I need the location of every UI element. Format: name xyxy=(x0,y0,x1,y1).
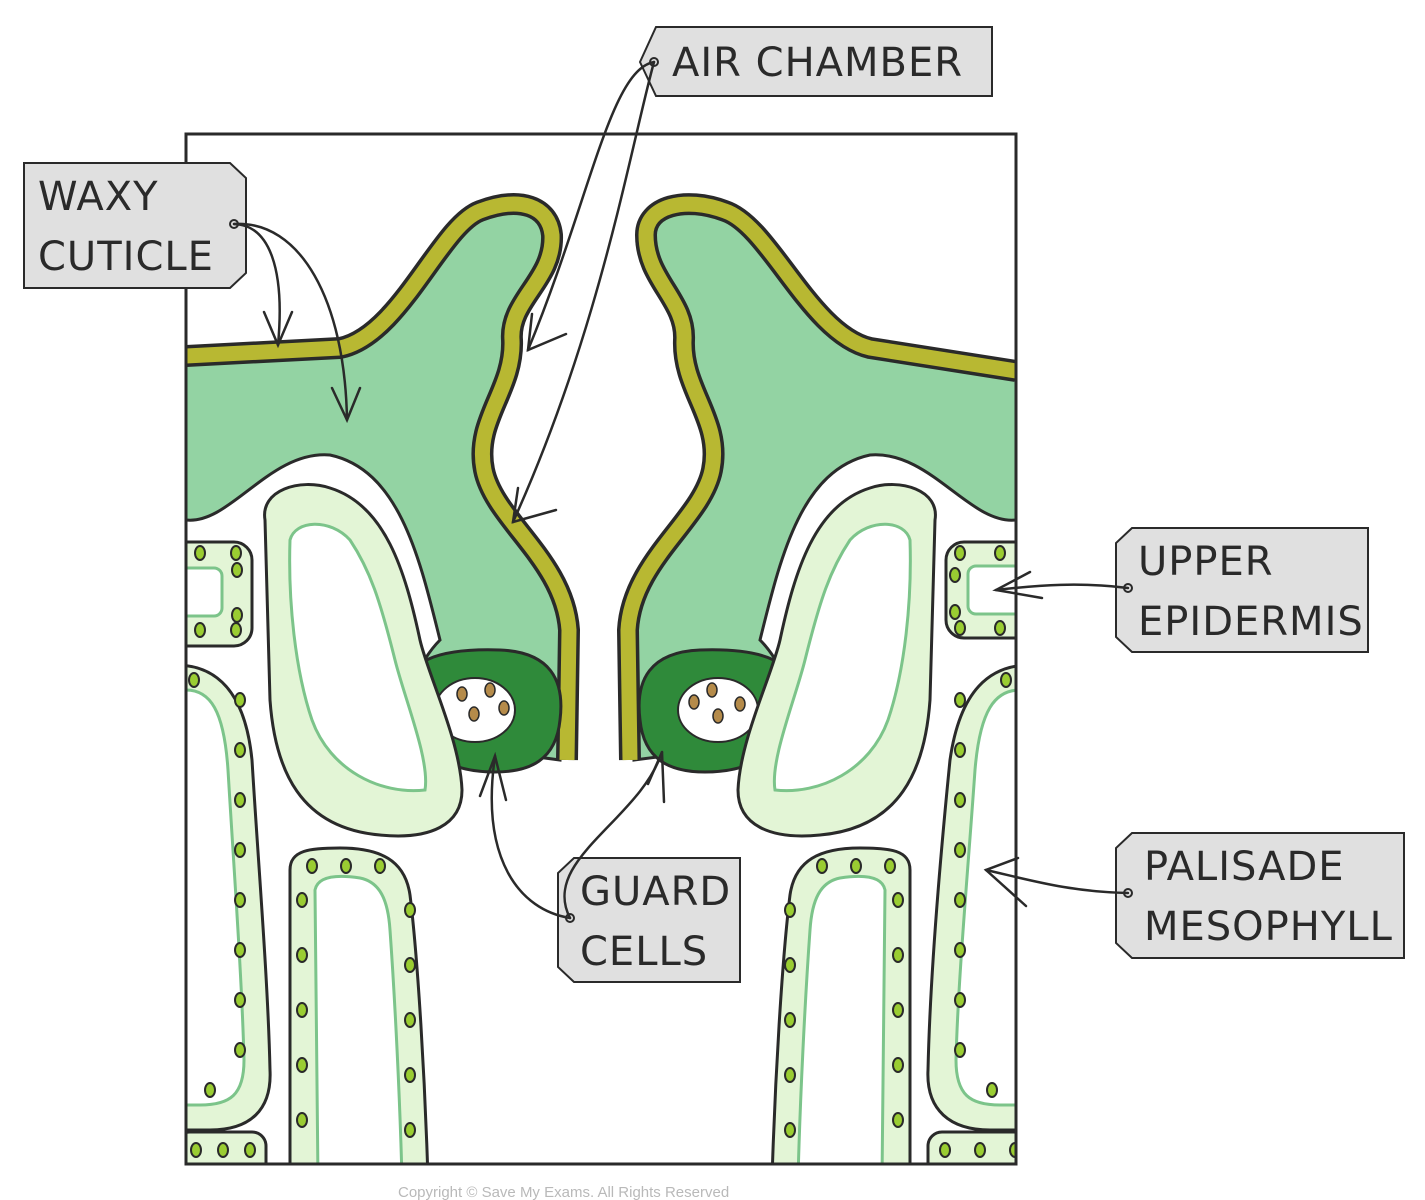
chloroplast-dot xyxy=(234,892,246,908)
chloroplast-dot xyxy=(954,942,966,958)
waxy-cuticle-text-1: WAXY xyxy=(38,174,159,220)
chloroplast-dot xyxy=(949,604,961,620)
palisade-mesophyll-leader xyxy=(984,868,1130,895)
copyright-notice: Copyright © Save My Exams. All Rights Re… xyxy=(398,1184,729,1200)
chloroplast-dot xyxy=(296,1057,308,1073)
guard-cells-leader-1 xyxy=(490,754,572,920)
palisade-cell-bottom-right xyxy=(926,1130,1016,1164)
upper-epidermis-text-1: UPPER xyxy=(1138,539,1274,585)
waxy-cuticle-leader-2 xyxy=(232,222,349,422)
chloroplast-dot xyxy=(784,1012,796,1028)
chloroplast-dot xyxy=(954,892,966,908)
chloroplast-dot xyxy=(954,620,966,636)
chloroplast-dot xyxy=(954,545,966,561)
chloroplast-dot xyxy=(954,1042,966,1058)
chloroplast-dot xyxy=(234,742,246,758)
chloroplast-dot xyxy=(234,842,246,858)
chloroplast-dot xyxy=(217,1142,229,1158)
waxy-cuticle-text-2: CUTICLE xyxy=(38,234,214,280)
guard-cells-text-2: CELLS xyxy=(580,929,708,975)
chloroplast-dot xyxy=(974,1142,986,1158)
right-upper-epidermis-cell xyxy=(944,540,1016,640)
chloroplast-dot xyxy=(892,1112,904,1128)
leader-lines xyxy=(232,60,1130,920)
chloroplast-dot xyxy=(204,1082,216,1098)
chloroplast-dot xyxy=(234,942,246,958)
label-waxy-cuticle: WAXY CUTICLE xyxy=(23,162,247,289)
chloroplast-dot xyxy=(296,947,308,963)
chloroplasts xyxy=(188,545,1016,1158)
chloroplast-dot xyxy=(939,1142,951,1158)
chloroplast-dot xyxy=(234,1042,246,1058)
chloroplast-dot xyxy=(234,992,246,1008)
chloroplast-dot xyxy=(296,1112,308,1128)
chloroplast-dot xyxy=(404,902,416,918)
chloroplast-dot xyxy=(190,1142,202,1158)
chloroplast-dot xyxy=(374,858,386,874)
chloroplast-dot xyxy=(850,858,862,874)
chloroplast-dot xyxy=(1000,672,1012,688)
chloroplast-dot xyxy=(784,1067,796,1083)
chloroplast-dot xyxy=(404,1122,416,1138)
label-palisade-mesophyll: PALISADE MESOPHYLL xyxy=(1115,832,1405,959)
chloroplast-dot xyxy=(892,947,904,963)
chloroplast-dot xyxy=(340,858,352,874)
chloroplast-dot xyxy=(892,892,904,908)
chloroplast-dot xyxy=(404,957,416,973)
chloroplast-dot xyxy=(816,858,828,874)
chloroplast-dot xyxy=(994,545,1006,561)
chloroplast-dot xyxy=(188,672,200,688)
chloroplast-dot xyxy=(404,1012,416,1028)
chloroplast-dot xyxy=(234,792,246,808)
upper-epidermis-leader xyxy=(994,583,1130,592)
chloroplast-dot xyxy=(954,692,966,708)
chloroplast-dot xyxy=(954,792,966,808)
chloroplast-dot xyxy=(892,1002,904,1018)
air-chamber-text: AIR CHAMBER xyxy=(672,40,963,86)
chloroplast-dot xyxy=(194,622,206,638)
chloroplast-dot xyxy=(884,858,896,874)
chloroplast-dot xyxy=(404,1067,416,1083)
label-upper-epidermis: UPPER EPIDERMIS xyxy=(1115,527,1369,653)
left-cuticle-fill xyxy=(186,196,577,761)
chloroplast-dot xyxy=(230,545,242,561)
palisade-cell-bottom-left xyxy=(186,1130,268,1164)
air-chamber-leader-1 xyxy=(526,60,656,352)
palisade-mesophyll-text-2: MESOPHYLL xyxy=(1144,904,1393,950)
chloroplast-dot xyxy=(986,1082,998,1098)
chloroplast-dot xyxy=(244,1142,256,1158)
chloroplast-dot xyxy=(234,692,246,708)
waxy-cuticle-leader-1 xyxy=(232,222,281,347)
chloroplast-dot xyxy=(994,620,1006,636)
chloroplast-dot xyxy=(784,1122,796,1138)
label-guard-cells: GUARD CELLS xyxy=(557,857,741,983)
chloroplast-dot xyxy=(296,892,308,908)
upper-epidermis-text-2: EPIDERMIS xyxy=(1138,599,1364,645)
chloroplast-dot xyxy=(949,567,961,583)
label-air-chamber: AIR CHAMBER xyxy=(638,26,993,97)
chloroplast-dot xyxy=(306,858,318,874)
palisade-mesophyll-text-1: PALISADE xyxy=(1144,844,1345,890)
right-cuticle-fill xyxy=(620,196,1016,761)
chloroplast-dot xyxy=(230,622,242,638)
chloroplast-dot xyxy=(954,992,966,1008)
air-chamber-leader-2 xyxy=(511,60,656,524)
guard-cells-text-1: GUARD xyxy=(580,869,731,915)
chloroplast-dot xyxy=(231,607,243,623)
chloroplast-dot xyxy=(784,957,796,973)
chloroplast-dot xyxy=(892,1057,904,1073)
chloroplast-dot xyxy=(296,1002,308,1018)
chloroplast-dot xyxy=(954,842,966,858)
chloroplast-dot xyxy=(784,902,796,918)
chloroplast-dot xyxy=(954,742,966,758)
chloroplast-dot xyxy=(194,545,206,561)
chloroplast-dot xyxy=(231,562,243,578)
